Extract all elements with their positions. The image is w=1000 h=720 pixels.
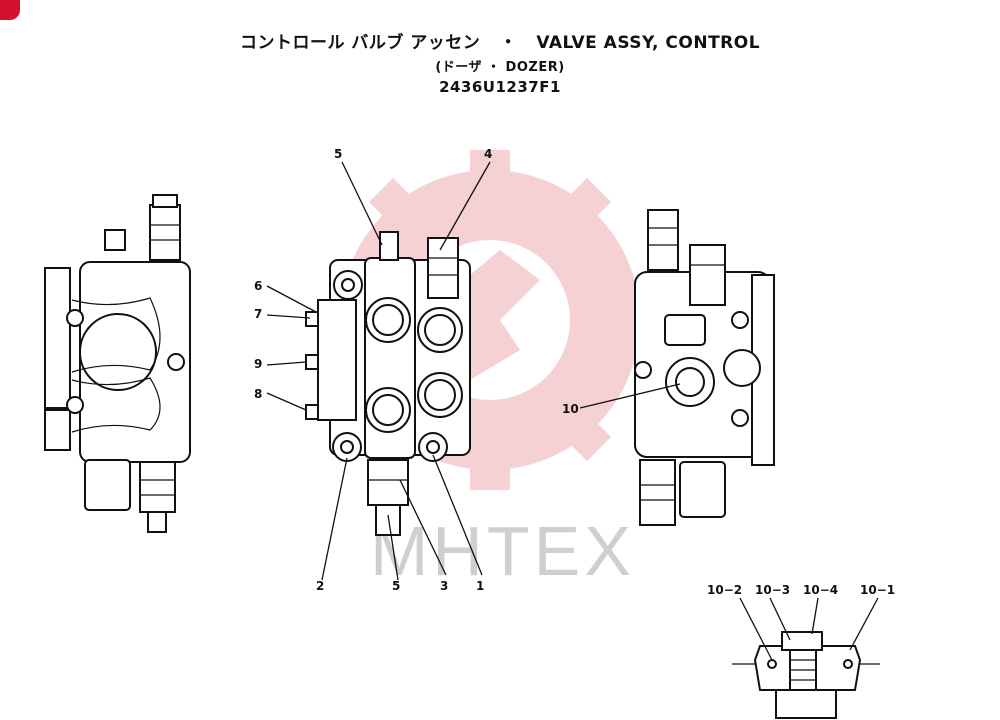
valve-center-view [305,231,471,536]
callout-10-2: 10−2 [707,583,742,597]
callout-10-4: 10−4 [803,583,838,597]
callout-7: 7 [254,307,262,321]
valve-right-view [634,209,775,526]
callout-3: 3 [440,579,448,593]
callout-8: 8 [254,387,262,401]
callout-10: 10 [562,402,579,416]
leader-lines [266,161,879,661]
page-title: コントロール バルブ アッセン ・ VALVE ASSY, CONTROL [0,28,1000,53]
callout-2: 2 [316,579,324,593]
part-number: 2436U1237F1 [439,78,561,96]
valve-left-view [44,194,191,533]
callout-9: 9 [254,357,262,371]
title-japanese: コントロール バルブ アッセン [239,33,481,53]
title-english: VALVE ASSY, CONTROL [536,33,761,53]
page-subtitle: (ドーザ ・ DOZER) [435,60,565,75]
callout-5-top: 5 [334,147,342,161]
callout-6: 6 [254,279,262,293]
callout-5-bottom: 5 [392,579,400,593]
watermark-text: MHTEX [370,512,635,590]
title-separator: ・ [499,33,518,53]
corner-badge [0,0,20,20]
callout-10-3: 10−3 [755,583,790,597]
callout-10-1: 10−1 [860,583,895,597]
plug-detail-view [732,631,880,719]
callout-4: 4 [484,147,492,161]
callout-1: 1 [476,579,484,593]
